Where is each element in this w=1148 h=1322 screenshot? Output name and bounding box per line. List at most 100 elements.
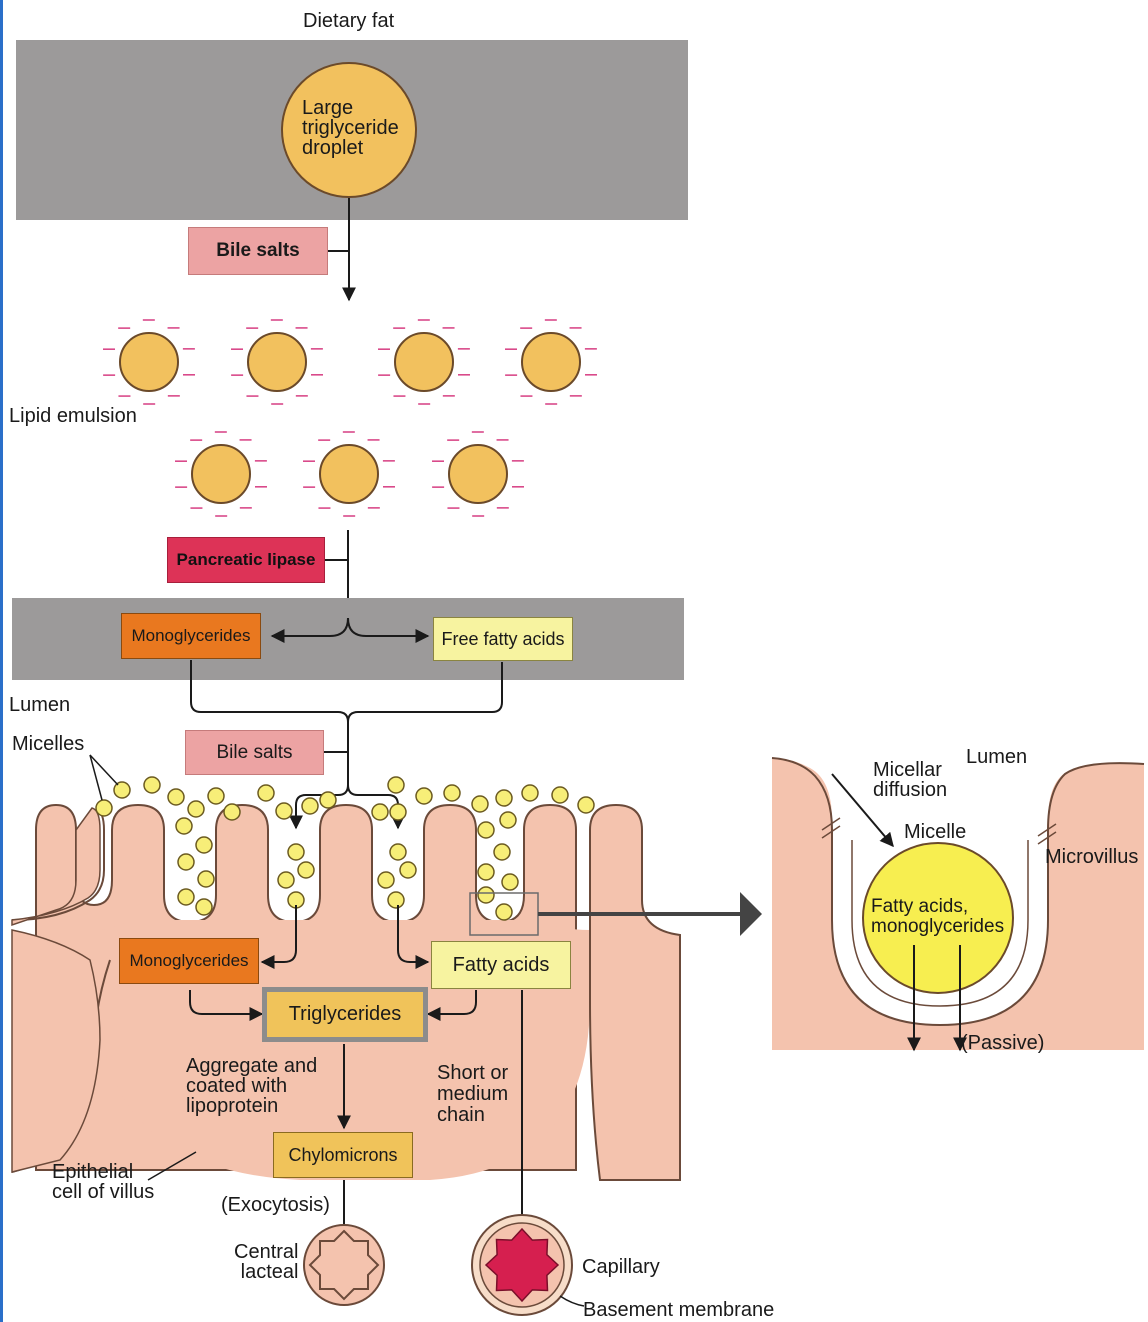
micelle — [496, 904, 512, 920]
droplet-circle — [522, 333, 580, 391]
micelle — [388, 777, 404, 793]
central-lacteal-label: Central lacteal — [234, 1242, 298, 1282]
droplet-circle — [192, 445, 250, 503]
zoom-arrow-head — [740, 892, 762, 936]
micelle — [578, 797, 594, 813]
droplet-circle — [449, 445, 507, 503]
micelle — [500, 812, 516, 828]
micelle — [114, 782, 130, 798]
emulsion-droplet — [432, 432, 524, 516]
droplet-circle — [395, 333, 453, 391]
basement-membrane-label: Basement membrane — [583, 1300, 774, 1321]
micelle — [472, 796, 488, 812]
emulsion-droplet — [103, 320, 195, 404]
neighbor-cell-right — [590, 805, 680, 1180]
micelle — [400, 862, 416, 878]
emulsion-droplet — [231, 320, 323, 404]
micellar-diffusion-line: Micellar — [873, 760, 947, 780]
central-lacteal-line: lacteal — [234, 1262, 298, 1282]
micelle — [478, 864, 494, 880]
micelle — [176, 818, 192, 834]
micelle — [502, 874, 518, 890]
micelle — [496, 790, 512, 806]
micelle — [320, 792, 336, 808]
epithelial-line: cell of villus — [52, 1182, 154, 1202]
micelle — [198, 871, 214, 887]
micelle — [416, 788, 432, 804]
free-fatty-acids-box: Free fatty acids — [433, 617, 573, 661]
droplet-circle — [320, 445, 378, 503]
inset-contents-line: monoglycerides — [871, 917, 1004, 937]
emulsion-droplet — [175, 432, 267, 516]
micelle — [178, 889, 194, 905]
epithelial-line: Epithelial — [52, 1162, 154, 1182]
bile-salts-box-1: Bile salts — [188, 227, 328, 275]
micelle — [390, 804, 406, 820]
inset-contents-label: Fatty acids, monoglycerides — [871, 897, 1004, 937]
micelle — [302, 798, 318, 814]
lumen-band — [12, 598, 684, 680]
droplet-label: Large triglyceride droplet — [302, 98, 399, 158]
micelle — [552, 787, 568, 803]
lipid-emulsion-label: Lipid emulsion — [9, 406, 137, 427]
exocytosis-label: (Exocytosis) — [221, 1195, 330, 1216]
lipid-emulsion-droplets — [103, 320, 597, 516]
micelle — [288, 844, 304, 860]
micelle — [208, 788, 224, 804]
micelles-label: Micelles — [12, 734, 84, 755]
droplet-circle — [248, 333, 306, 391]
aggregate-label: Aggregate and coated with lipoprotein — [186, 1056, 317, 1116]
short-medium-line: Short or — [437, 1063, 508, 1084]
micelle — [478, 822, 494, 838]
monoglycerides-cell-box: Monoglycerides — [119, 938, 259, 984]
emulsion-droplet — [378, 320, 470, 404]
lumen-label: Lumen — [9, 695, 70, 716]
micelle — [188, 801, 204, 817]
emulsion-droplet — [505, 320, 597, 404]
micelle — [478, 887, 494, 903]
micelle — [378, 872, 394, 888]
central-lacteal-lumen — [310, 1231, 378, 1299]
short-medium-line: chain — [437, 1105, 508, 1126]
micelle — [390, 844, 406, 860]
monoglycerides-lumen-box: Monoglycerides — [121, 613, 261, 659]
micellar-diffusion-label: Micellar diffusion — [873, 760, 947, 800]
micelle — [196, 899, 212, 915]
capillary-label: Capillary — [582, 1257, 660, 1278]
micelle — [372, 804, 388, 820]
micellar-diffusion-line: diffusion — [873, 780, 947, 800]
micelle — [276, 803, 292, 819]
short-medium-line: medium — [437, 1084, 508, 1105]
droplet-label-line: droplet — [302, 138, 399, 158]
micelle — [522, 785, 538, 801]
passive-label: (Passive) — [961, 1033, 1044, 1054]
micelle — [178, 854, 194, 870]
droplet-circle — [120, 333, 178, 391]
inset-lumen-label: Lumen — [966, 747, 1027, 768]
microvillus-label: Microvillus — [1045, 847, 1138, 868]
bile-salts-box-2: Bile salts — [185, 730, 324, 775]
emulsion-droplet — [303, 432, 395, 516]
micelle — [298, 862, 314, 878]
droplet-label-line: triglyceride — [302, 118, 399, 138]
micelle — [444, 785, 460, 801]
micelle — [96, 800, 112, 816]
aggregate-line: coated with — [186, 1076, 317, 1096]
fatty-acids-cell-box: Fatty acids — [431, 941, 571, 989]
central-lacteal-line: Central — [234, 1242, 298, 1262]
epithelial-label: Epithelial cell of villus — [52, 1162, 154, 1202]
micelle — [258, 785, 274, 801]
short-medium-chain-label: Short or medium chain — [437, 1063, 508, 1126]
inset-micelle-label: Micelle — [904, 822, 966, 843]
chylomicrons-box: Chylomicrons — [273, 1132, 413, 1178]
micelle — [168, 789, 184, 805]
micelle — [278, 872, 294, 888]
droplet-label-line: Large — [302, 98, 399, 118]
micelle — [196, 837, 212, 853]
micelle — [224, 804, 240, 820]
pancreatic-lipase-box: Pancreatic lipase — [167, 537, 325, 583]
aggregate-line: lipoprotein — [186, 1096, 317, 1116]
dietary-fat-label: Dietary fat — [303, 11, 394, 32]
inset-contents-line: Fatty acids, — [871, 897, 1004, 917]
